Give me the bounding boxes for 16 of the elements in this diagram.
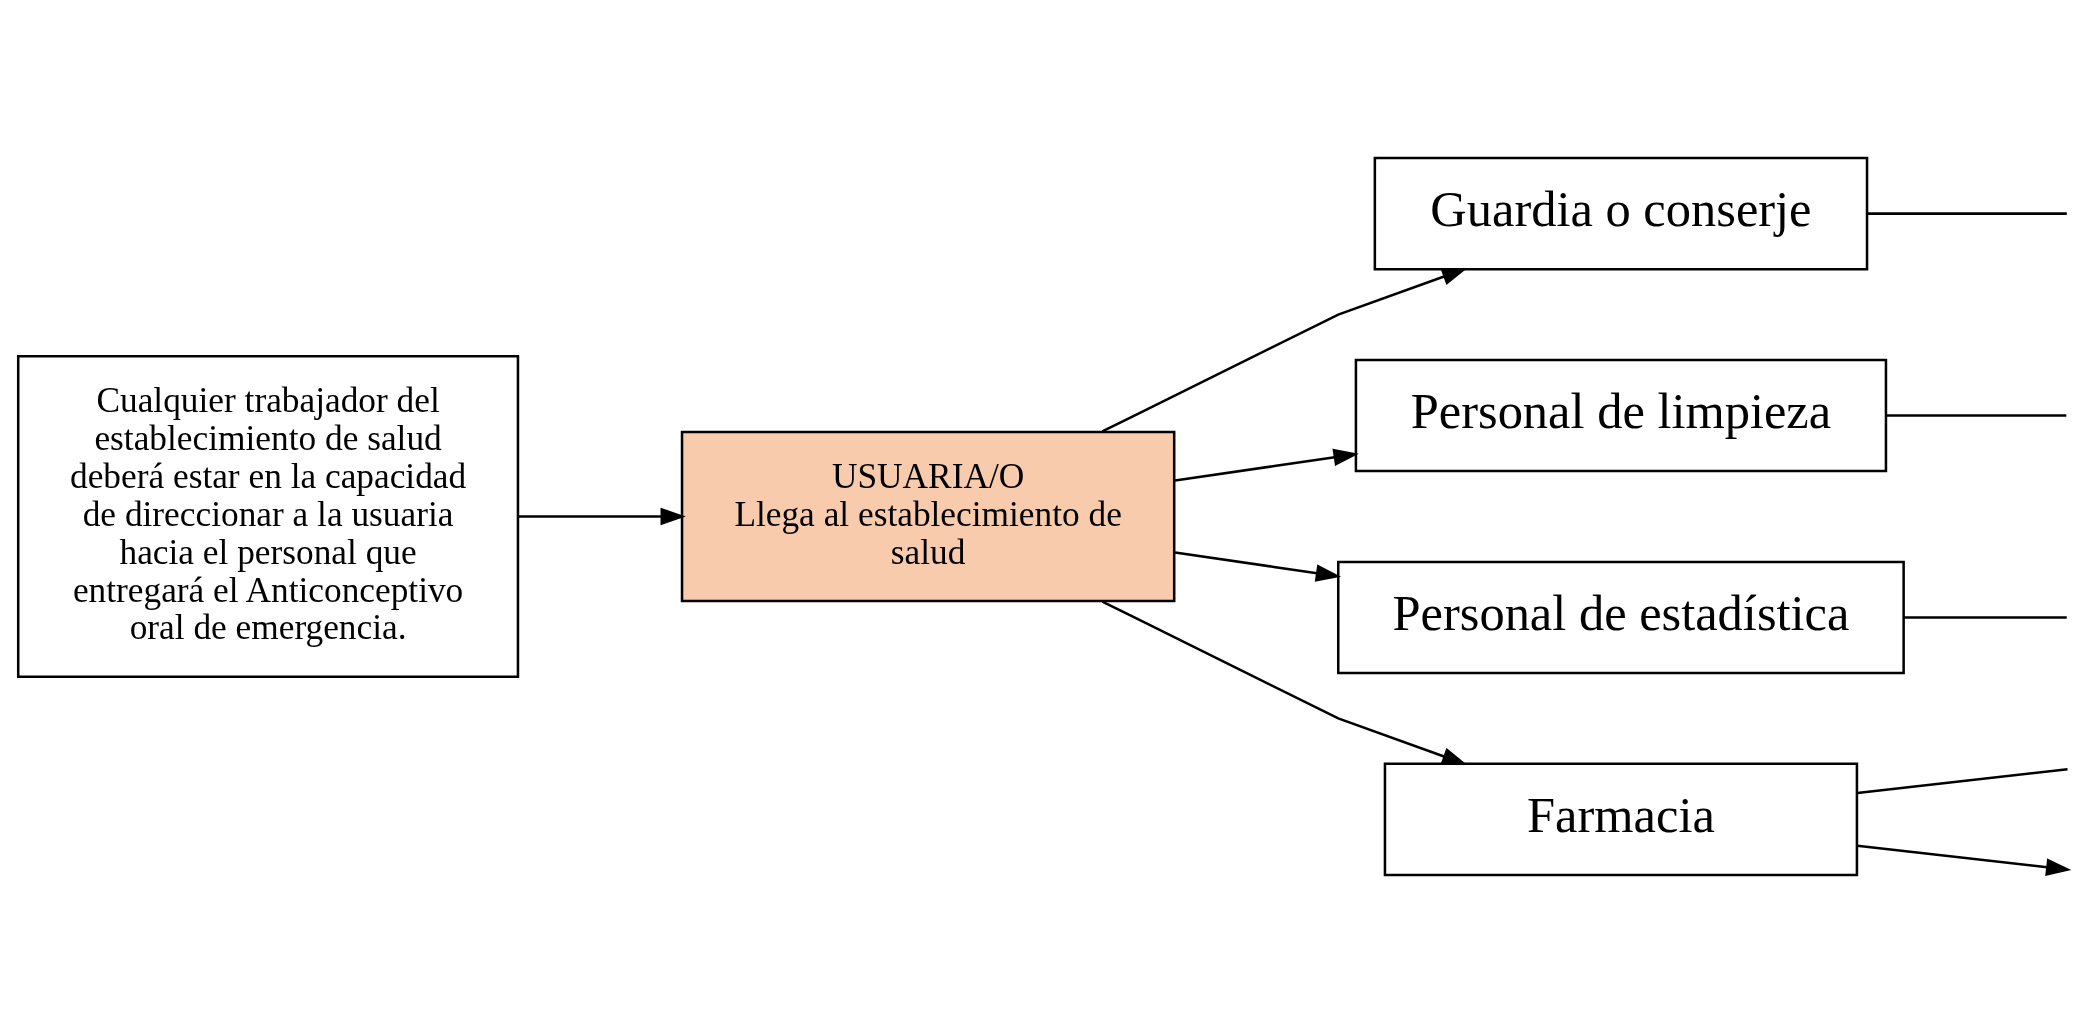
connector (1903, 616, 2067, 619)
arrow (1857, 844, 2072, 876)
node-box: Cualquier trabajador del establecimiento de salud deberá estar en la capacidad de direccionar a la usuaria hacia el personal que entregará el Anticonceptivo oral de emergencia. (16, 354, 520, 679)
arrow (1174, 448, 1359, 482)
connector (1886, 414, 2067, 417)
node-box: Personal de limpieza (1354, 358, 1888, 473)
arrow (1101, 600, 1468, 765)
node-box: Guardia o conserje (1373, 156, 1869, 271)
arrow (1174, 551, 1342, 582)
node-box: USUARIA/O Llega al establecimiento de salud (680, 430, 1176, 603)
arrow (1101, 268, 1468, 433)
arrow (518, 507, 686, 526)
node-box: Farmacia (1383, 762, 1859, 877)
connector (1857, 767, 2068, 795)
node-box: Personal de estadística (1337, 560, 1905, 675)
connector (1867, 212, 2067, 215)
